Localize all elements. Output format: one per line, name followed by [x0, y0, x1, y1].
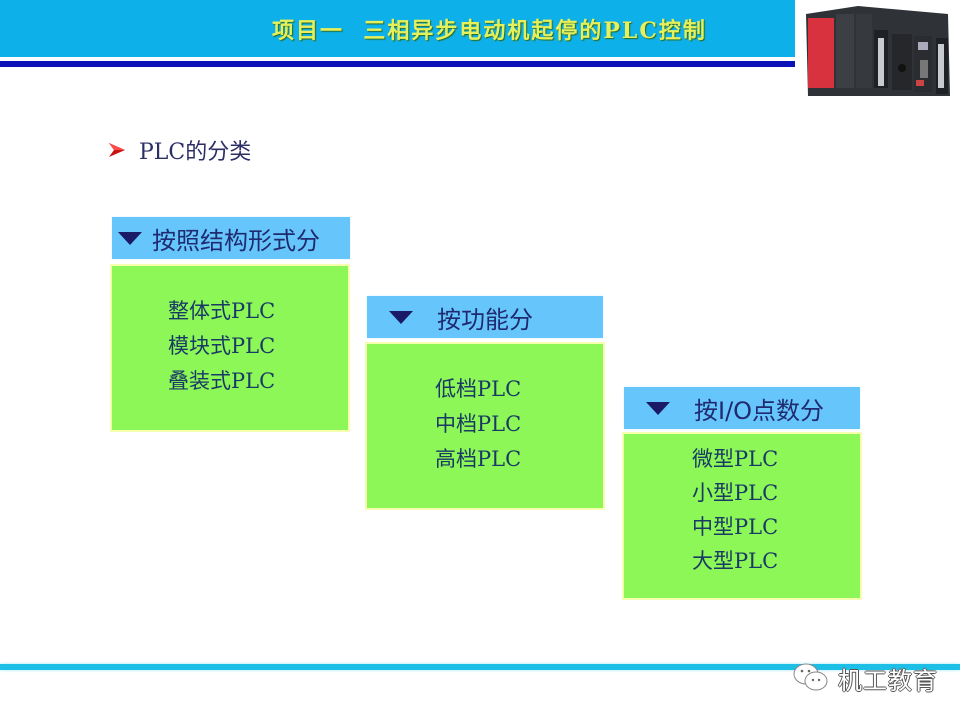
slide-title: 项目一 三相异步电动机起停的PLC控制	[272, 18, 707, 44]
category-label: 按功能分	[437, 305, 533, 334]
list-item: 大型PLC	[692, 549, 779, 573]
wechat-icon	[793, 663, 828, 691]
footer-divider	[0, 664, 960, 670]
category-body-function: 低档PLC 中档PLC 高档PLC	[365, 342, 605, 510]
list-item: 小型PLC	[692, 481, 779, 505]
list-item: 微型PLC	[692, 447, 779, 471]
section-heading: PLC的分类	[139, 140, 252, 165]
list-item: 叠装式PLC	[168, 369, 276, 393]
list-item: 整体式PLC	[168, 299, 276, 323]
category-header-io-points: 按I/O点数分	[624, 387, 860, 429]
list-item: 中档PLC	[435, 412, 522, 436]
triangle-down-icon	[646, 401, 670, 415]
category-label: 按I/O点数分	[694, 396, 825, 425]
category-label: 按照结构形式分	[152, 226, 320, 255]
arrow-bullet-icon	[109, 143, 125, 157]
triangle-down-icon	[389, 310, 413, 324]
triangle-down-icon	[118, 231, 142, 245]
category-header-structure: 按照结构形式分	[112, 217, 350, 259]
header-band	[0, 0, 795, 57]
category-header-function: 按功能分	[367, 296, 603, 338]
category-body-structure: 整体式PLC 模块式PLC 叠装式PLC	[110, 264, 350, 432]
plc-hardware-image	[798, 0, 960, 100]
section-heading-row: PLC的分类	[107, 135, 251, 165]
category-body-io-points: 微型PLC 小型PLC 中型PLC 大型PLC	[622, 432, 862, 600]
watermark-text: 机工教育	[838, 666, 938, 695]
list-item: 高档PLC	[435, 447, 522, 471]
list-item: 模块式PLC	[168, 334, 276, 358]
list-item: 中型PLC	[692, 515, 779, 539]
watermark: 机工教育	[792, 660, 938, 696]
header-divider	[0, 61, 795, 67]
list-item: 低档PLC	[435, 377, 522, 401]
